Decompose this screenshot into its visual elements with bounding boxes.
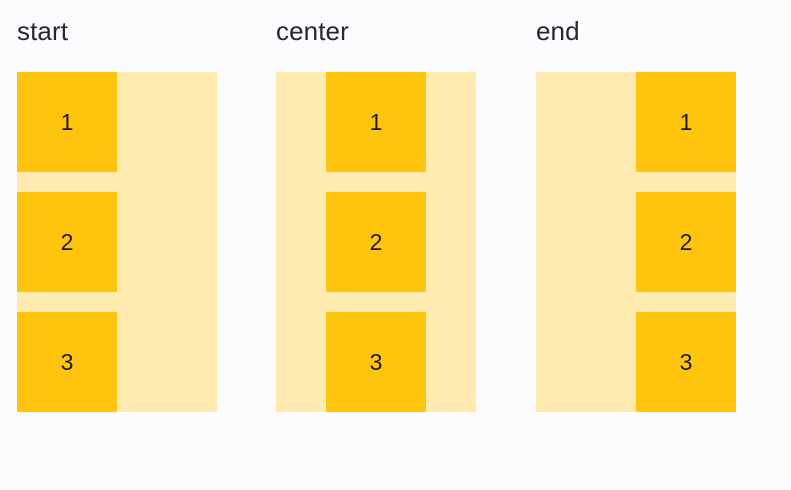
group-label-start: start [17,16,69,46]
flex-item: 1 [17,72,117,172]
flex-item: 3 [17,312,117,412]
align-demo-group-start: start 1 2 3 [17,14,217,412]
flex-item: 2 [636,192,736,292]
flex-item: 3 [326,312,426,412]
group-label-center: center [276,16,349,46]
flex-item: 2 [326,192,426,292]
align-demo-group-center: center 1 2 3 [276,14,476,412]
flex-container-end: 1 2 3 [536,72,736,412]
flex-container-start: 1 2 3 [17,72,217,412]
flex-container-center: 1 2 3 [276,72,476,412]
flex-item: 1 [326,72,426,172]
flex-item: 2 [17,192,117,292]
align-demo-group-end: end 1 2 3 [536,14,736,412]
group-label-end: end [536,16,580,46]
flex-item: 3 [636,312,736,412]
flex-item: 1 [636,72,736,172]
